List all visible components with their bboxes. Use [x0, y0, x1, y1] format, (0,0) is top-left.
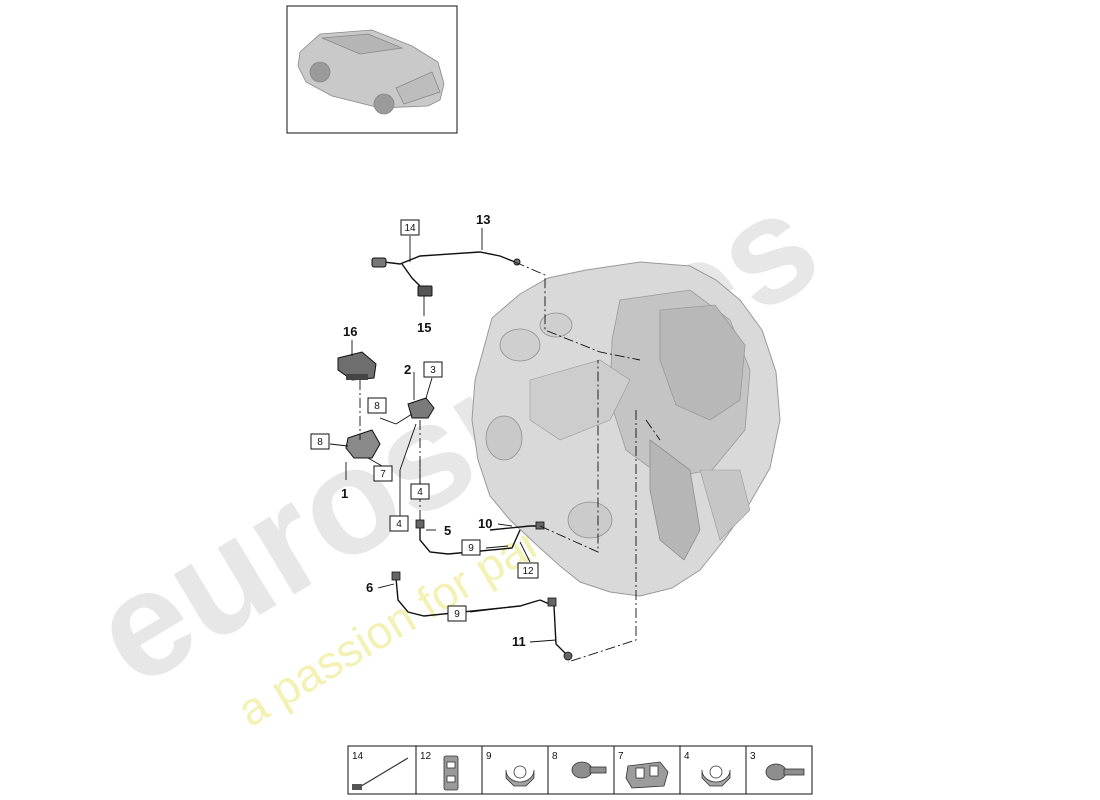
- callout-1: 1: [341, 486, 348, 501]
- bolt-icon: [765, 763, 805, 781]
- double-clip-icon: [443, 755, 459, 791]
- engine-assembly: [471, 261, 781, 597]
- boxed-ref-4-upper: 4: [410, 483, 430, 500]
- car-icon: [297, 29, 445, 115]
- strip-cell-7[interactable]: 7: [618, 751, 669, 789]
- bracket-1: [345, 429, 381, 459]
- vehicle-thumbnail: [286, 5, 458, 134]
- screw-icon: [571, 761, 607, 779]
- strip-cell-14[interactable]: 14: [352, 751, 409, 790]
- hose-lines: [383, 251, 569, 657]
- boxed-ref-4-lower: 4: [389, 515, 409, 532]
- hose-clamp-icon: [505, 765, 535, 787]
- boxed-ref-9-upper: 9: [461, 539, 481, 556]
- svg-text:8: 8: [552, 751, 558, 762]
- sensor-head: [371, 257, 521, 297]
- svg-text:12: 12: [522, 566, 534, 577]
- boxed-ref-8-upper: 8: [367, 397, 387, 414]
- hose-5: [419, 526, 449, 555]
- sensor-cable: [383, 251, 516, 265]
- svg-text:12: 12: [420, 751, 432, 762]
- callout-2: 2: [404, 362, 411, 377]
- boxed-ref-3: 3: [423, 361, 443, 378]
- hose-clamp-icon: [701, 765, 731, 787]
- svg-text:4: 4: [396, 519, 402, 530]
- callout-15: 15: [417, 320, 431, 335]
- boxed-ref-7: 7: [373, 465, 393, 482]
- svg-text:4: 4: [417, 487, 423, 498]
- cover-part: [337, 351, 377, 381]
- svg-text:7: 7: [618, 751, 624, 762]
- callout-6: 6: [366, 580, 373, 595]
- callout-13: 13: [476, 212, 490, 227]
- svg-text:9: 9: [468, 543, 474, 554]
- strip-cell-12[interactable]: 12: [420, 751, 459, 791]
- svg-text:4: 4: [684, 751, 690, 762]
- callout-labels: 13 15 16 2 1 5 10 6 11: [341, 212, 526, 649]
- boxed-refs: 14 3 8 8 7 4 4 9: [310, 219, 539, 622]
- strip-cell-9[interactable]: 9: [486, 751, 535, 787]
- boxed-ref-14: 14: [400, 219, 420, 236]
- callout-10: 10: [478, 516, 492, 531]
- pipe-11: [539, 599, 569, 657]
- svg-text:9: 9: [454, 609, 460, 620]
- svg-text:8: 8: [317, 437, 323, 448]
- callout-5: 5: [444, 523, 451, 538]
- svg-text:9: 9: [486, 751, 492, 762]
- bracket-clip-icon: [625, 761, 669, 789]
- callout-leaders: [329, 228, 557, 643]
- strip-label-3: 3: [750, 751, 756, 762]
- svg-text:8: 8: [374, 401, 380, 412]
- svg-text:14: 14: [404, 223, 416, 234]
- boxed-ref-9-lower: 9: [447, 605, 467, 622]
- callout-11: 11: [512, 634, 526, 649]
- strip-cell-8[interactable]: 8: [552, 751, 607, 779]
- boxed-ref-8-lower: 8: [310, 433, 330, 450]
- callout-16: 16: [343, 324, 357, 339]
- bracket-2: [407, 397, 435, 419]
- svg-text:3: 3: [430, 365, 436, 376]
- hose-6: [395, 577, 541, 617]
- hose-fittings: [391, 519, 573, 661]
- boxed-ref-12: 12: [517, 562, 539, 579]
- svg-text:14: 14: [352, 751, 364, 762]
- strip-cell-4[interactable]: 4: [684, 751, 731, 787]
- sensor-cable-icon: [352, 757, 409, 790]
- parts-strip: 14 12 9 8: [347, 745, 756, 795]
- svg-text:7: 7: [380, 469, 386, 480]
